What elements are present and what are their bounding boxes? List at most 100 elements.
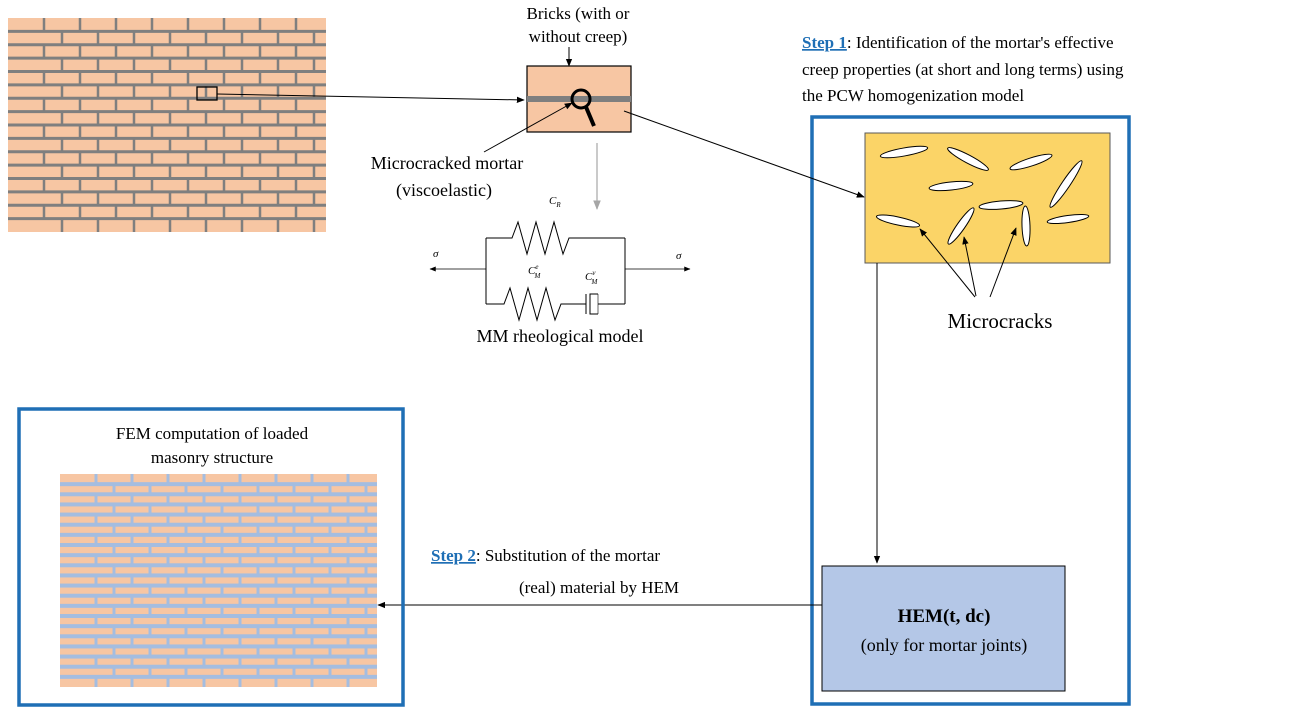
head-joint: [42, 178, 46, 192]
bed-joint: [60, 532, 377, 537]
bed-joint: [60, 543, 377, 547]
head-joint: [274, 676, 278, 687]
head-joint: [168, 84, 172, 99]
head-joint: [276, 165, 280, 179]
head-joint: [42, 44, 46, 59]
head-joint: [112, 646, 116, 657]
head-joint: [238, 575, 242, 586]
head-joint: [292, 504, 296, 515]
fem-title-line2: masonry structure: [151, 448, 273, 467]
head-joint: [94, 514, 98, 525]
head-joint: [166, 555, 170, 566]
bed-joint: [60, 644, 377, 649]
head-joint: [202, 514, 206, 525]
head-joint: [258, 151, 262, 166]
head-joint: [328, 646, 332, 657]
head-joint: [276, 138, 280, 152]
zoomed-brick-element: [526, 65, 632, 133]
head-joint: [184, 605, 188, 616]
bed-joint: [60, 583, 377, 588]
head-joint: [310, 616, 314, 627]
head-joint: [130, 514, 134, 525]
head-joint: [220, 626, 224, 637]
head-joint: [292, 666, 296, 677]
head-joint: [42, 125, 46, 139]
head-joint: [220, 524, 224, 535]
head-joint: [130, 636, 134, 647]
head-joint: [258, 205, 262, 219]
head-joint: [346, 534, 350, 545]
head-joint: [256, 504, 260, 515]
head-joint: [256, 484, 260, 495]
head-joint: [276, 111, 280, 125]
head-joint: [256, 565, 260, 576]
head-joint: [312, 31, 316, 45]
head-joint: [130, 595, 134, 606]
zoom-selection-box: [196, 86, 218, 101]
microcrack: [1009, 153, 1053, 171]
head-joint: [346, 474, 350, 485]
bed-joint: [60, 492, 377, 497]
head-joint: [240, 165, 244, 179]
head-joint: [114, 71, 118, 85]
bed-joint: [60, 573, 377, 578]
head-joint: [148, 504, 152, 515]
bed-joint: [8, 29, 326, 33]
head-joint: [130, 494, 134, 505]
head-joint: [166, 616, 170, 627]
head-joint: [168, 58, 172, 72]
head-joint: [148, 545, 152, 556]
head-joint: [204, 218, 208, 232]
bed-joint: [8, 203, 326, 207]
head-joint: [42, 205, 46, 219]
head-joint: [328, 565, 332, 576]
bed-joint: [60, 614, 377, 618]
head-joint: [96, 165, 100, 179]
bed-joint: [8, 83, 326, 87]
head-joint: [328, 504, 332, 515]
head-joint: [312, 138, 316, 152]
head-joint: [292, 585, 296, 596]
bed-joint: [8, 96, 326, 100]
head-joint: [78, 44, 82, 59]
head-joint: [186, 71, 190, 85]
microcracks-label: Microcracks: [948, 309, 1053, 333]
bed-joint: [60, 522, 377, 527]
head-joint: [292, 565, 296, 576]
head-joint: [364, 484, 368, 495]
head-joint: [238, 555, 242, 566]
head-joint: [258, 98, 262, 112]
head-joint: [202, 616, 206, 627]
head-joint: [186, 151, 190, 166]
head-joint: [240, 84, 244, 99]
head-joint: [310, 636, 314, 647]
head-joint: [364, 585, 368, 596]
head-joint: [94, 474, 98, 485]
head-joint: [364, 545, 368, 556]
head-joint: [240, 191, 244, 206]
step1-label: Step 1: [802, 33, 847, 52]
head-joint: [166, 494, 170, 505]
head-joint: [112, 524, 116, 535]
bed-joint: [60, 512, 377, 517]
head-joint: [222, 151, 226, 166]
head-joint: [148, 565, 152, 576]
head-joint: [346, 514, 350, 525]
head-joint: [78, 151, 82, 166]
head-joint: [94, 636, 98, 647]
head-joint: [94, 575, 98, 586]
head-joint: [220, 504, 224, 515]
head-joint: [130, 534, 134, 545]
head-joint: [274, 534, 278, 545]
head-joint: [148, 646, 152, 657]
head-joint: [238, 636, 242, 647]
head-joint: [274, 494, 278, 505]
head-joint: [258, 44, 262, 59]
head-joint: [148, 666, 152, 677]
head-joint: [168, 165, 172, 179]
head-joint: [94, 494, 98, 505]
fem-title-line1: FEM computation of loaded: [116, 424, 309, 443]
head-joint: [364, 646, 368, 657]
sigma-right-label: σ: [676, 250, 682, 262]
